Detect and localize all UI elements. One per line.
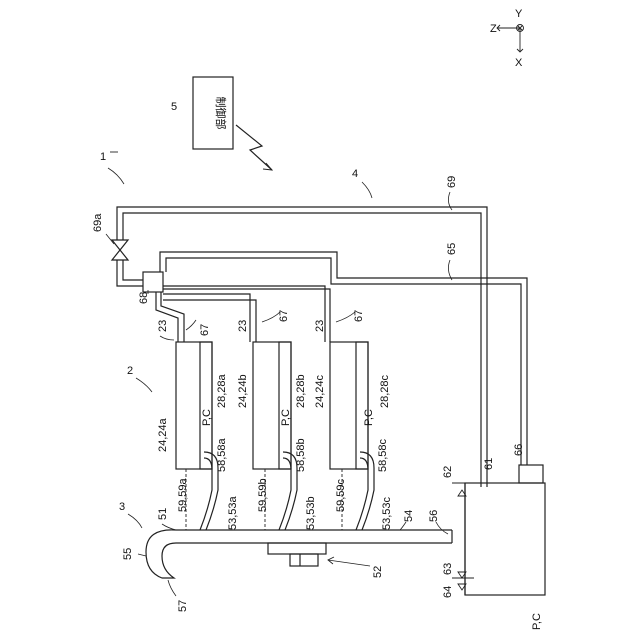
section-2-leader (136, 378, 152, 392)
ref-65: 65 (446, 243, 458, 255)
section-3-leader (128, 514, 142, 528)
ref-59c: 59,59c (335, 478, 347, 512)
ref-section-3: 3 (119, 501, 125, 513)
piping-network (112, 207, 527, 487)
cell-housing-b (253, 342, 291, 469)
ref-51: 51 (157, 508, 169, 520)
nozzle-55 (146, 530, 176, 578)
z-axis-label: Z (490, 23, 497, 35)
ref-24a: 24,24a (157, 417, 169, 452)
ref-59b: 59,59b (257, 478, 269, 512)
tank-61: 61 66 62 63 64 P,C (442, 444, 545, 630)
ref-67a: 67 (199, 324, 211, 336)
ref-23b: 23 (237, 320, 249, 332)
ref-67a-leader (186, 320, 196, 330)
ref-57-leader (168, 580, 176, 596)
ref-62: 62 (442, 466, 454, 478)
ref-58c: 58,58c (377, 438, 389, 472)
ref-24c: 24,24c (314, 374, 326, 408)
ref-67c: 67 (353, 310, 365, 322)
ref-69a-leader (106, 234, 114, 244)
ref-52-leader (328, 560, 370, 566)
cell-media-28c (356, 342, 368, 469)
controller-ref: 5 (171, 101, 177, 113)
ref-section-4: 4 (352, 168, 358, 180)
label-pc-a: P,C (201, 409, 213, 426)
cell-media-28a (200, 342, 212, 469)
cell-housing-a (176, 342, 212, 469)
ref-23a: 23 (157, 320, 169, 332)
ref-55-leader (138, 554, 146, 556)
ref-69a: 69a (92, 213, 104, 232)
ref-55: 55 (122, 548, 134, 560)
pump-52-base (268, 543, 326, 554)
ref-54-leader (400, 522, 406, 530)
feed-tubes: 59,59a 53,53a 59,59b 53,53b 59,59c 53,53… (177, 452, 393, 530)
ref-52: 52 (372, 566, 384, 578)
ref-57: 57 (177, 600, 189, 612)
ref-23c: 23 (314, 320, 326, 332)
valve-69a-top (112, 240, 128, 250)
ref-24b: 24,24b (237, 374, 249, 408)
ref-53b: 53,53b (305, 496, 317, 530)
ref-56: 56 (428, 510, 440, 522)
x-axis-label: X (515, 57, 523, 69)
sensor-66 (519, 465, 543, 483)
pipe-69-to-68-inner (123, 260, 143, 280)
ref-system: 1 (100, 151, 106, 163)
ref-67b: 67 (278, 310, 290, 322)
controller-label: 制御部 (214, 97, 228, 130)
label-pc-c: P,C (363, 409, 375, 426)
ref-61: 61 (483, 458, 495, 470)
tank-61-body (465, 483, 545, 595)
valve-69a-bottom (112, 250, 128, 260)
ref-53c: 53,53c (381, 496, 393, 530)
pipe-67c-inner (163, 289, 330, 342)
ref-65-leader (448, 260, 452, 280)
y-axis-label: Y (515, 8, 523, 20)
controller: 制御部 5 (171, 77, 272, 170)
pump-52-motor (290, 554, 318, 566)
ref-section-2: 2 (127, 365, 133, 377)
ref-63: 63 (442, 563, 454, 575)
ref-66: 66 (513, 444, 525, 456)
manifold-68 (143, 272, 163, 292)
ref-28a: 28,28a (216, 373, 228, 408)
section-4-leader (362, 182, 372, 198)
ref-51-leader (162, 524, 176, 530)
label-pc-b: P,C (280, 409, 292, 426)
ref-69: 69 (446, 176, 458, 188)
ref-53a: 53,53a (227, 495, 239, 530)
pipe-69-to-68-outer (117, 260, 143, 286)
ref-23a-leader (160, 336, 174, 340)
ref-28b: 28,28b (295, 374, 307, 408)
ref-59a: 59,59a (177, 477, 189, 512)
axis-indicator: Z Y X (490, 8, 524, 69)
ref-54: 54 (403, 510, 415, 522)
ref-64: 64 (442, 586, 454, 598)
cell-units: 23 67 28,28a 24,24a P,C 58,58a 23 67 28,… (157, 310, 391, 472)
ref-56-leader (436, 522, 448, 534)
ref-28c: 28,28c (379, 374, 391, 408)
system-ref-leader (108, 168, 124, 184)
label-pc-tank: P,C (531, 613, 543, 630)
piping-labels: 69a 69 65 68 (92, 176, 458, 304)
cell-housing-c (330, 342, 368, 469)
cell-media-28b (279, 342, 291, 469)
